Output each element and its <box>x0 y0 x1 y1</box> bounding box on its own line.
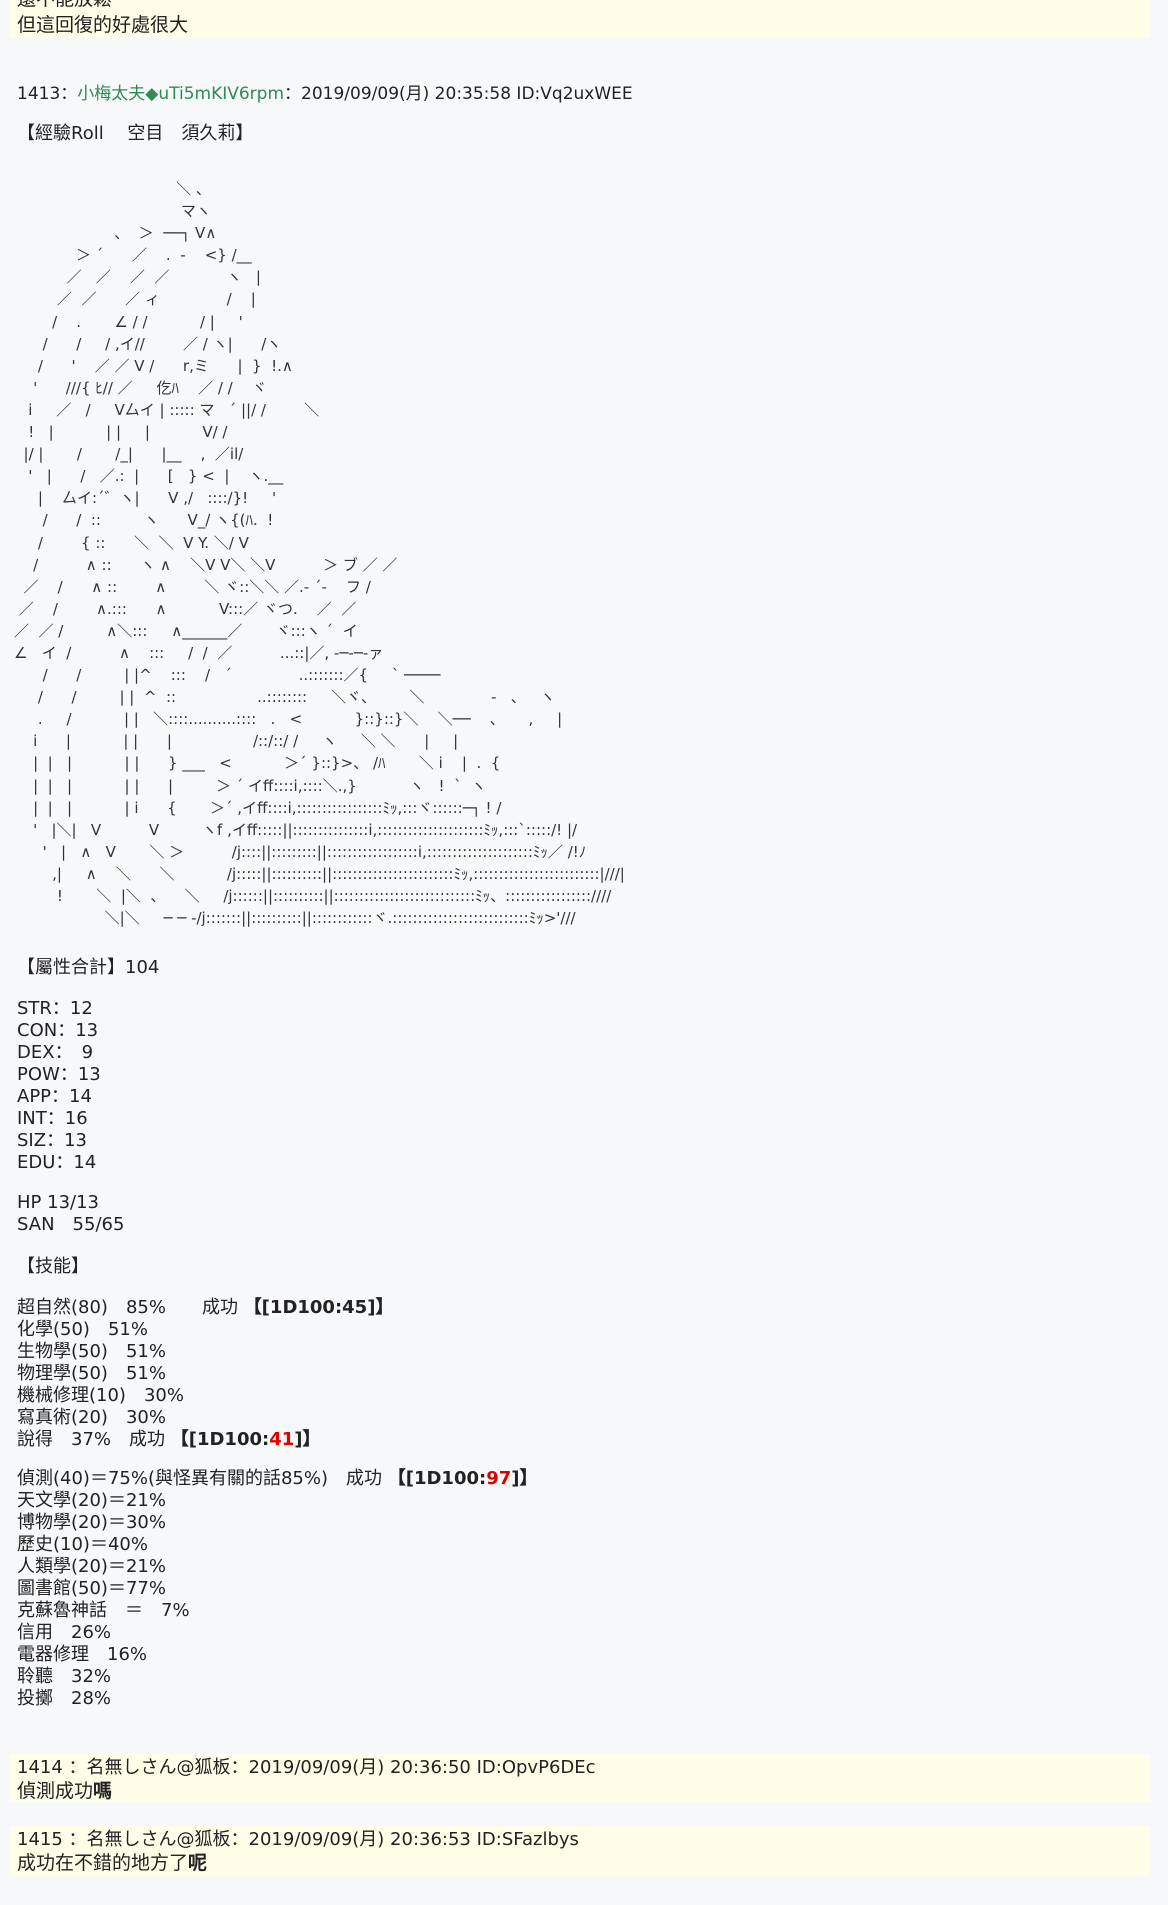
post-block-1414 <box>10 1754 1150 1802</box>
skill-row: 化學(50) 51% <box>17 1319 393 1341</box>
skill-row: 信用 26% <box>17 1622 538 1644</box>
prev-post-block <box>10 0 1150 38</box>
skills-title: 【技能】 <box>17 1256 89 1277</box>
post-body-text: 成功在不錯的地方了 <box>17 1852 189 1874</box>
post-body-1415: 成功在不錯的地方了呢 <box>17 1852 207 1874</box>
dice-result: 【[1D100:97]】 <box>388 1468 538 1489</box>
post-number: 1413 <box>17 84 61 104</box>
dice-value: 97 <box>486 1468 512 1489</box>
skill-text: 機械修理(10) 30% <box>17 1385 184 1406</box>
dice-prefix: 【[1D100: <box>243 1297 343 1318</box>
skill-text: 圖書館(50)＝77% <box>17 1578 166 1599</box>
skill-row: 說得 37% 成功 【[1D100:41]】 <box>17 1429 393 1451</box>
skill-text: 信用 26% <box>17 1622 112 1643</box>
skill-row: 天文學(20)＝21% <box>17 1490 538 1512</box>
skill-text: 聆聽 32% <box>17 1666 112 1687</box>
post-title: 【經驗Roll 空目 須久莉】 <box>17 123 254 144</box>
dice-value: 41 <box>269 1429 295 1450</box>
dice-suffix: ]】 <box>511 1468 538 1489</box>
stat-pow: POW：13 <box>17 1064 101 1085</box>
prev-post-cut-line: 還不能放鬆 <box>17 0 112 10</box>
skill-text: 偵測(40)＝75%(與怪異有關的話85%) 成功 <box>17 1468 388 1489</box>
skill-row: 寫真術(20) 30% <box>17 1407 393 1429</box>
post-header-1415: 1415 ：名無しさん@狐板：2019/09/09(月) 20:36:53 ID… <box>17 1829 579 1850</box>
stat-dex: DEX： 9 <box>17 1042 94 1063</box>
skill-text: 化學(50) 51% <box>17 1319 148 1340</box>
stat-edu: EDU：14 <box>17 1152 97 1173</box>
san-value: SAN 55/65 <box>17 1214 125 1235</box>
skill-text: 投擲 28% <box>17 1688 112 1709</box>
skill-row: 歷史(10)＝40% <box>17 1534 538 1556</box>
dice-value: 45 <box>342 1297 368 1318</box>
skill-text: 天文學(20)＝21% <box>17 1490 166 1511</box>
dice-suffix: ]】 <box>367 1297 394 1318</box>
dice-prefix: 【[1D100: <box>170 1429 270 1450</box>
skill-text: 物理學(50) 51% <box>17 1363 166 1384</box>
post-body-1414: 偵測成功嗎 <box>17 1780 112 1802</box>
post-block-1415 <box>10 1826 1150 1876</box>
skill-row: 偵測(40)＝75%(與怪異有關的話85%) 成功 【[1D100:97]】 <box>17 1468 538 1490</box>
skill-row: 克蘇魯神話 ＝ 7% <box>17 1600 538 1622</box>
skill-text: 歷史(10)＝40% <box>17 1534 148 1555</box>
skill-text: 博物學(20)＝30% <box>17 1512 166 1533</box>
prev-post-line: 但這回復的好處很大 <box>17 14 189 36</box>
stat-siz: SIZ：13 <box>17 1130 87 1151</box>
skill-text: 生物學(50) 51% <box>17 1341 166 1362</box>
attr-total: 【屬性合計】104 <box>17 957 160 978</box>
post-body-text: 偵測成功 <box>17 1780 94 1802</box>
skill-text: 電器修理 16% <box>17 1644 148 1665</box>
skill-row: 超自然(80) 85% 成功 【[1D100:45]】 <box>17 1297 393 1319</box>
post-sep: ： <box>60 84 78 104</box>
hp-san: HP 13/13 SAN 55/65 <box>17 1192 124 1236</box>
skills-list-1: 超自然(80) 85% 成功 【[1D100:45]】化學(50) 51%生物學… <box>17 1297 393 1451</box>
post-body-emph: 呢 <box>188 1852 208 1874</box>
skill-row: 投擲 28% <box>17 1688 538 1710</box>
skill-row: 機械修理(10) 30% <box>17 1385 393 1407</box>
skill-text: 說得 37% 成功 <box>17 1429 171 1450</box>
ascii-art: ＼ 、 マヽ 、 ＞ ──┐ V∧ ＞ ´ ／ . - <} /__ ／ ／ ／… <box>14 180 625 928</box>
poster-trip: ◆uTi5mKIV6rpm <box>145 84 285 104</box>
skill-text: 克蘇魯神話 ＝ 7% <box>17 1600 190 1621</box>
dice-suffix: ]】 <box>294 1429 321 1450</box>
skill-row: 聆聽 32% <box>17 1666 538 1688</box>
skill-row: 電器修理 16% <box>17 1644 538 1666</box>
skill-text: 超自然(80) 85% 成功 <box>17 1297 244 1318</box>
stat-app: APP：14 <box>17 1086 92 1107</box>
skill-text: 人類學(20)＝21% <box>17 1556 166 1577</box>
skill-row: 博物學(20)＝30% <box>17 1512 538 1534</box>
skill-text: 寫真術(20) 30% <box>17 1407 166 1428</box>
stat-str: STR：12 <box>17 998 93 1019</box>
poster-name-link[interactable]: 小梅太夫 <box>77 84 146 104</box>
stat-int: INT：16 <box>17 1108 88 1129</box>
stats-list: STR：12 CON：13 DEX： 9 POW：13 APP：14 INT：1… <box>17 998 101 1174</box>
skill-row: 生物學(50) 51% <box>17 1341 393 1363</box>
hp-value: HP 13/13 <box>17 1192 99 1213</box>
post-meta: ：2019/09/09(月) 20:35:58 ID:Vq2uxWEE <box>284 84 633 104</box>
post-body-emph: 嗎 <box>93 1780 113 1802</box>
stat-con: CON：13 <box>17 1020 99 1041</box>
post-header-1413: 1413：小梅太夫◆uTi5mKIV6rpm：2019/09/09(月) 20:… <box>17 84 633 104</box>
dice-result: 【[1D100:41]】 <box>171 1429 321 1450</box>
skill-row: 人類學(20)＝21% <box>17 1556 538 1578</box>
skill-row: 圖書館(50)＝77% <box>17 1578 538 1600</box>
skill-row: 物理學(50) 51% <box>17 1363 393 1385</box>
dice-prefix: 【[1D100: <box>387 1468 487 1489</box>
skills-list-2: 偵測(40)＝75%(與怪異有關的話85%) 成功 【[1D100:97]】天文… <box>17 1468 538 1710</box>
post-header-1414: 1414 ：名無しさん@狐板：2019/09/09(月) 20:36:50 ID… <box>17 1757 596 1778</box>
dice-result: 【[1D100:45]】 <box>244 1297 394 1318</box>
